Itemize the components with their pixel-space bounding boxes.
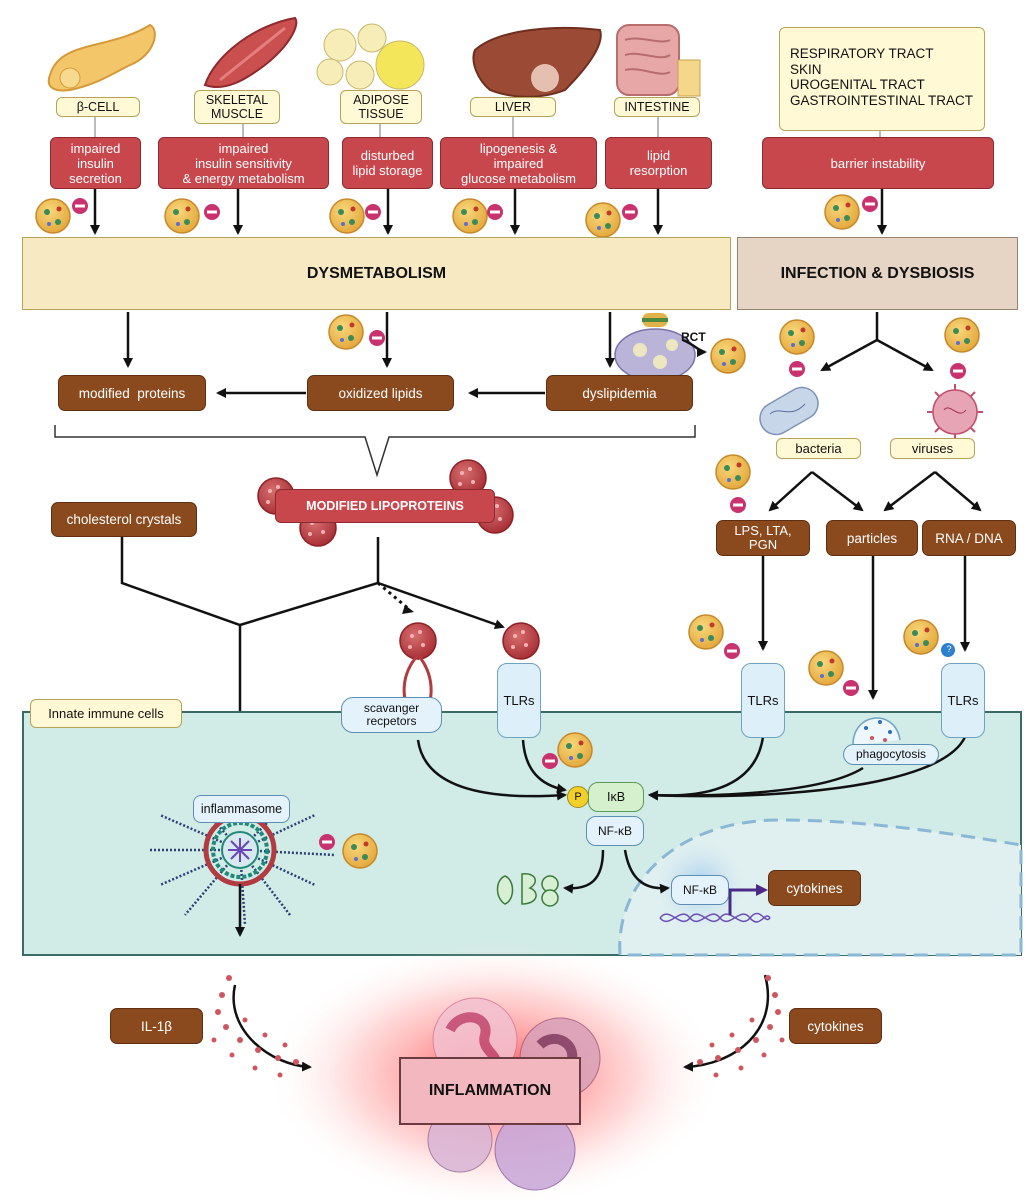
- nfkb-box: NF-κB: [586, 816, 644, 846]
- inflammasome-label: inflammasome: [193, 795, 290, 823]
- liver-icon: [472, 26, 602, 98]
- phosphate-badge: P: [567, 786, 589, 808]
- rna-dna-box: RNA / DNA: [922, 520, 1016, 556]
- barrier-site: SKIN: [790, 61, 822, 77]
- question-badge: ?: [946, 644, 952, 654]
- rct-label: RCT: [681, 330, 706, 344]
- nfkb-nucleus-box: NF-κB: [671, 875, 729, 905]
- tlr-receptor: TLRs: [741, 663, 785, 738]
- modified-proteins-box: modified proteins: [58, 375, 206, 411]
- bacteria-icon: [759, 386, 819, 436]
- cholesterol-crystals-box: cholesterol crystals: [51, 502, 197, 537]
- dna-icon: [659, 912, 771, 923]
- il1b-release-icon: [211, 975, 312, 1078]
- scavenger-receptors-label: scavanger recpetors: [341, 697, 442, 733]
- bacteria-label: bacteria: [776, 438, 861, 459]
- adipose-icon: [316, 23, 425, 90]
- inflammation-box: INFLAMMATION: [399, 1057, 581, 1125]
- barrier-sites-box: RESPIRATORY TRACT SKIN UROGENITAL TRACT …: [779, 27, 985, 131]
- viruses-label: viruses: [890, 438, 975, 459]
- organ-label-liver: LIVER: [470, 97, 556, 117]
- organ-label-adipose-tissue: ADIPOSE TISSUE: [340, 90, 422, 124]
- barrier-site: UROGENITAL TRACT: [790, 77, 925, 92]
- effect-skeletal-muscle: impaired insulin sensitivity & energy me…: [158, 137, 329, 189]
- il1b-box: IL-1β: [110, 1008, 203, 1044]
- dysmetabolism-box: DYSMETABOLISM: [22, 237, 731, 310]
- lps-lta-pgn-box: LPS, LTA, PGN: [716, 520, 810, 556]
- oxidized-lipids-box: oxidized lipids: [307, 375, 454, 411]
- tlr-receptor: TLRs: [497, 663, 541, 738]
- phagocytosis-label: phagocytosis: [843, 744, 939, 765]
- pancreas-icon: [47, 23, 156, 92]
- effect-beta-cell: impaired insulin secretion: [50, 137, 141, 189]
- rct-icon: [614, 313, 707, 382]
- tlr-receptor: TLRs: [941, 663, 985, 738]
- barrier-site: GASTROINTESTINAL TRACT: [790, 92, 974, 108]
- innate-immune-cells-label: Innate immune cells: [30, 699, 182, 728]
- muscle-icon: [203, 16, 298, 89]
- cytokine-release-icon: [683, 974, 785, 1078]
- organ-label-intestine: INTESTINE: [614, 97, 700, 117]
- inflammasome-icon: [150, 804, 336, 926]
- intestine-icon: [616, 24, 701, 97]
- effect-intestine: lipid resorption: [605, 137, 712, 189]
- organ-label-skeletal-muscle: SKELETAL MUSCLE: [194, 90, 280, 124]
- particles-box: particles: [826, 520, 918, 556]
- modified-lipoproteins-box: MODIFIED LIPOPROTEINS: [275, 489, 495, 523]
- effect-adipose: disturbed lipid storage: [342, 137, 433, 189]
- cytokines-cell-box: cytokines: [768, 870, 861, 906]
- cytokines-box: cytokines: [789, 1008, 882, 1044]
- effect-liver: lipogenesis & impaired glucose metabolis…: [440, 137, 597, 189]
- effect-barrier: barrier instability: [762, 137, 994, 189]
- ikb-box: IκB: [588, 782, 644, 812]
- barrier-site: RESPIRATORY TRACT: [790, 46, 934, 61]
- virus-icon: [927, 384, 983, 440]
- dyslipidemia-box: dyslipidemia: [546, 375, 693, 411]
- organ-label-beta-cell: β-CELL: [56, 97, 140, 117]
- proteasome-icon: [496, 873, 559, 907]
- infection-dysbiosis-box: INFECTION & DYSBIOSIS: [737, 237, 1018, 310]
- phagocytosis-icon: [852, 717, 901, 746]
